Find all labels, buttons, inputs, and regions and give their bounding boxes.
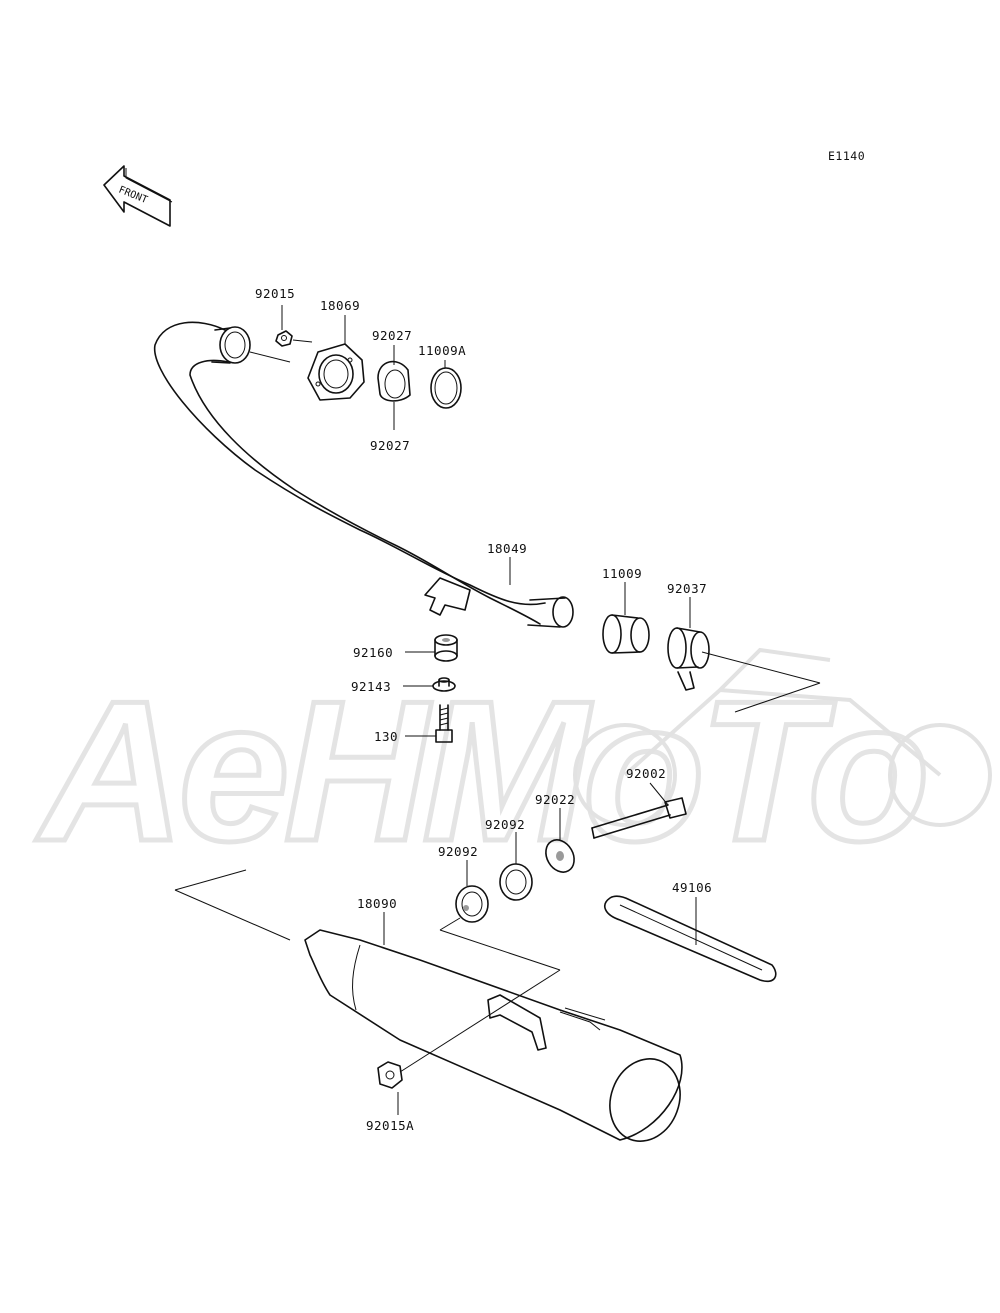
label-18069: 18069 (320, 298, 360, 313)
label-92015: 92015 (255, 286, 295, 301)
part-92015-nut (275, 330, 293, 347)
part-18069-flange (307, 343, 365, 401)
label-92002: 92002 (626, 766, 666, 781)
label-11009A: 11009A (418, 343, 466, 358)
diagram-code: E1140 (828, 149, 865, 163)
leader-lines (174, 305, 821, 1115)
part-92027-keepers (377, 360, 411, 402)
label-130: 130 (374, 729, 398, 744)
label-92092-upper: 92092 (485, 817, 525, 832)
part-92002-bolt (591, 797, 687, 839)
part-11009-sleeve (602, 614, 650, 654)
part-92015A-nut (377, 1061, 403, 1089)
part-labels: 92015 18069 92027 11009A 92027 18049 110… (255, 286, 712, 1133)
label-92027-lower: 92027 (370, 438, 410, 453)
label-92015A: 92015A (366, 1118, 414, 1133)
label-11009: 11009 (602, 566, 642, 581)
label-92092-lower: 92092 (438, 844, 478, 859)
front-arrow-icon: FRONT (103, 165, 173, 227)
label-92160: 92160 (353, 645, 393, 660)
part-130-bolt (435, 704, 453, 743)
part-92160-grommet (434, 634, 458, 662)
label-92037: 92037 (667, 581, 707, 596)
label-92143: 92143 (351, 679, 391, 694)
watermark: AeHMoTo (33, 647, 992, 886)
part-92092-grommet-lower (455, 885, 489, 923)
part-92037-clamp (667, 627, 710, 691)
label-92027-upper: 92027 (372, 328, 412, 343)
part-11009A-gasket (430, 367, 462, 409)
label-18090: 18090 (357, 896, 397, 911)
part-92022-washer (545, 839, 575, 873)
label-18049: 18049 (487, 541, 527, 556)
part-49106-plate (604, 895, 777, 983)
part-18090-muffler (304, 929, 683, 1142)
label-49106: 49106 (672, 880, 712, 895)
label-92022: 92022 (535, 792, 575, 807)
header-pipe (153, 321, 574, 628)
